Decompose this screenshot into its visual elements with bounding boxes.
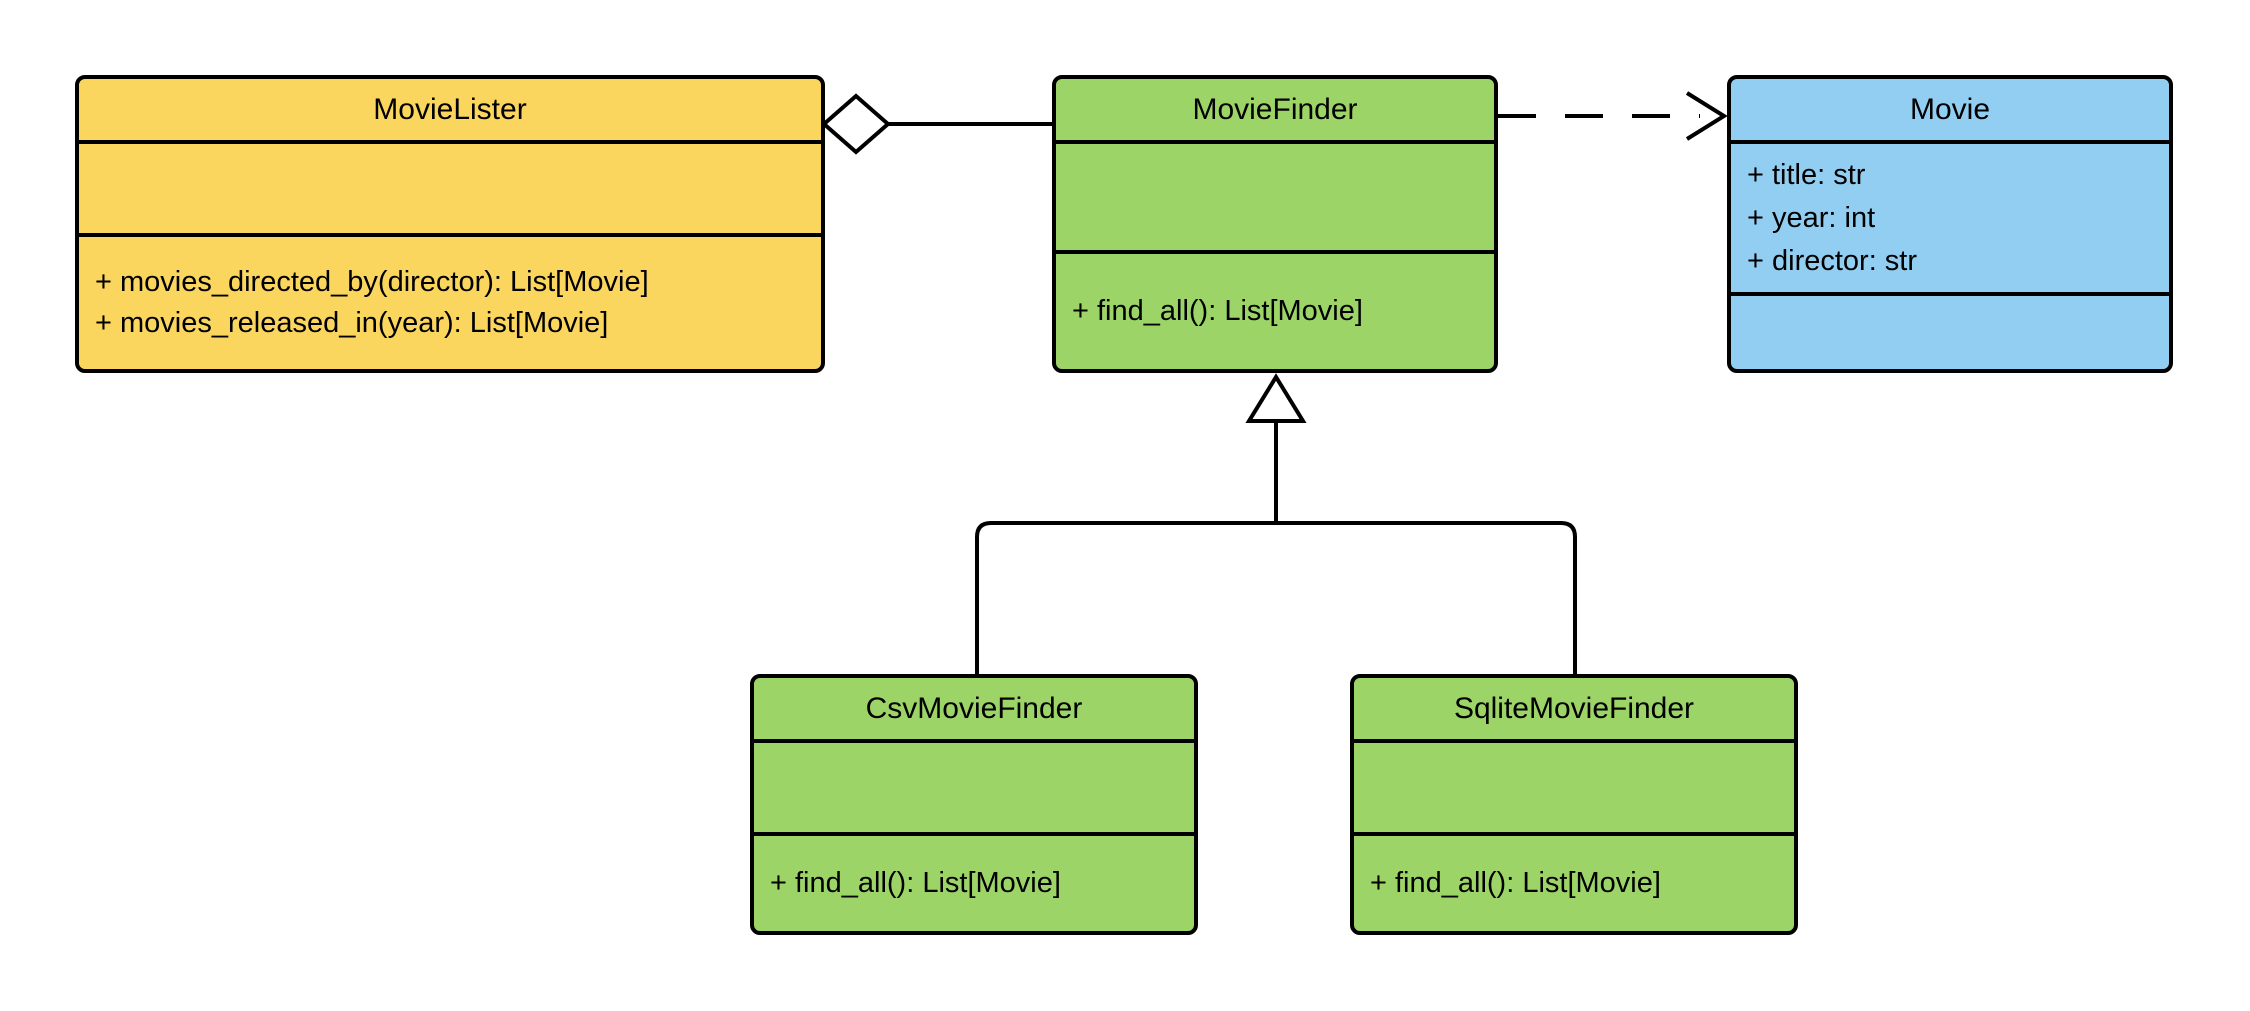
methods-section-sqlitemoviefinder: + find_all(): List[Movie] — [1354, 836, 1794, 931]
class-box-csvmoviefinder[interactable]: CsvMovieFinder + find_all(): List[Movie] — [750, 674, 1198, 935]
class-title-moviefinder: MovieFinder — [1056, 79, 1494, 144]
methods-section-movie — [1731, 296, 2169, 369]
aggregation-connector[interactable] — [820, 93, 1056, 155]
attributes-section-csvmoviefinder — [754, 743, 1194, 836]
methods-section-moviefinder: + find_all(): List[Movie] — [1056, 254, 1494, 369]
class-box-movie[interactable]: Movie + title: str + year: int + directo… — [1727, 75, 2173, 373]
class-box-sqlitemoviefinder[interactable]: SqliteMovieFinder + find_all(): List[Mov… — [1350, 674, 1798, 935]
attributes-section-moviefinder — [1056, 144, 1494, 254]
attributes-section-movielister — [79, 144, 821, 237]
class-title-movie: Movie — [1731, 79, 2169, 144]
attributes-section-movie: + title: str + year: int + director: str — [1731, 144, 2169, 296]
class-title-sqlitemoviefinder: SqliteMovieFinder — [1354, 678, 1794, 743]
attribute-year: + year: int — [1747, 201, 1876, 234]
dependency-arrowhead — [1685, 91, 1728, 141]
class-box-moviefinder[interactable]: MovieFinder + find_all(): List[Movie] — [1052, 75, 1498, 373]
method-find-all-csvmoviefinder: + find_all(): List[Movie] — [770, 867, 1061, 899]
dependency-connector[interactable] — [1498, 91, 1728, 141]
class-title-csvmoviefinder: CsvMovieFinder — [754, 678, 1194, 743]
inheritance-connector[interactable] — [975, 373, 1577, 676]
class-box-movielister[interactable]: MovieLister + movies_directed_by(directo… — [75, 75, 825, 373]
method-find-all-moviefinder: + find_all(): List[Movie] — [1072, 295, 1363, 327]
methods-section-movielister: + movies_directed_by(director): List[Mov… — [79, 237, 821, 369]
attribute-title: + title: str — [1747, 158, 1866, 191]
methods-section-csvmoviefinder: + find_all(): List[Movie] — [754, 836, 1194, 931]
class-title-movielister: MovieLister — [79, 79, 821, 144]
attribute-director: + director: str — [1747, 244, 1918, 277]
method-movies-directed-by: + movies_directed_by(director): List[Mov… — [95, 266, 649, 298]
aggregation-diamond — [820, 93, 892, 155]
inheritance-branches[interactable] — [975, 521, 1577, 676]
method-find-all-sqlitemoviefinder: + find_all(): List[Movie] — [1370, 867, 1661, 899]
inheritance-triangle — [1245, 373, 1307, 423]
method-movies-released-in: + movies_released_in(year): List[Movie] — [95, 307, 609, 339]
attributes-section-sqlitemoviefinder — [1354, 743, 1794, 836]
